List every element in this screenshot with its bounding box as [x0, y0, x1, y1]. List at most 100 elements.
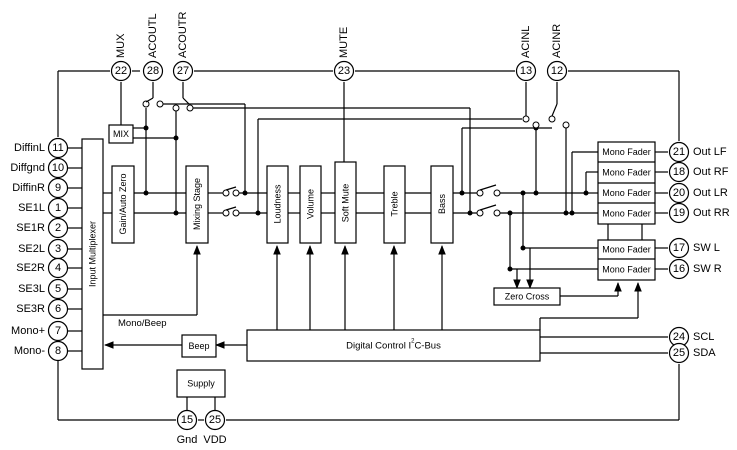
- mono-fader-6: Mono Fader: [602, 265, 651, 275]
- pin-label: SE3R: [16, 303, 45, 315]
- pin-number: 1: [55, 202, 61, 214]
- pin-circle: [47, 137, 69, 159]
- pin-label: VDD: [203, 434, 226, 446]
- gain-auto-zero-block: Gain/Auto Zero: [111, 165, 135, 244]
- pin-circle: [204, 409, 226, 431]
- pin-right-0: 21 Out LF: [668, 141, 727, 163]
- pin-label: MUX: [115, 33, 127, 58]
- mono-fader-2: Mono Fader: [602, 168, 651, 178]
- zero-cross-block: Zero Cross: [493, 287, 561, 306]
- digital-control-block: Digital Control I2C-Bus: [246, 329, 541, 362]
- pin-left-5: 3 SE2L: [18, 238, 69, 260]
- pin-label: SE2R: [16, 262, 45, 274]
- pin-label: Out RF: [693, 166, 729, 178]
- pin-right-1: 18 Out RF: [668, 161, 729, 183]
- mono-fader-sub-stack: Mono Fader Mono Fader: [597, 239, 656, 281]
- loudness-block: Loudness: [266, 165, 289, 244]
- svg-text:Zero Cross: Zero Cross: [505, 292, 550, 302]
- pin-label: SW R: [693, 263, 722, 275]
- pin-label: SCL: [693, 331, 714, 343]
- svg-text:Input Multiplexer: Input Multiplexer: [88, 221, 98, 287]
- pin-left-3: 1 SE1L: [18, 197, 69, 219]
- pin-number: 21: [673, 146, 685, 158]
- pin-label: SE1L: [18, 202, 45, 214]
- pin-label: Gnd: [177, 434, 198, 446]
- pin-label: ACINR: [551, 24, 563, 58]
- pins: 11DiffinL10Diffgnd9DiffinR1SE1L2SE1R3SE2…: [10, 12, 729, 447]
- pin-number: 7: [55, 325, 61, 337]
- pin-circle: [546, 60, 568, 82]
- pin-number: 9: [55, 182, 61, 194]
- pin-number: 16: [673, 263, 685, 275]
- svg-text:Gain/Auto Zero: Gain/Auto Zero: [118, 173, 128, 234]
- pin-number: 3: [55, 243, 61, 255]
- input-multiplexer-block: Input Multiplexer: [81, 138, 104, 370]
- mono-beep-label: Mono/Beep: [118, 318, 167, 329]
- pin-circle: [668, 342, 690, 364]
- pin-circle: [142, 60, 164, 82]
- pin-circle: [668, 141, 690, 163]
- beep-block: Beep: [181, 334, 217, 358]
- pin-circle: [172, 60, 194, 82]
- pin-number: 15: [181, 414, 193, 426]
- volume-block: Volume: [299, 165, 322, 244]
- pin-label: Mono-: [14, 345, 46, 357]
- pin-circle: [515, 60, 537, 82]
- pin-circle: [47, 278, 69, 300]
- pin-label: MUTE: [338, 27, 350, 58]
- signal-wires: [103, 151, 668, 289]
- mono-fader-stack: Mono Fader Mono Fader Mono Fader Mono Fa…: [597, 141, 656, 225]
- pin-circle: [47, 320, 69, 342]
- pin-number: 18: [673, 166, 685, 178]
- pin-circle: [47, 340, 69, 362]
- pin-circle: [47, 177, 69, 199]
- pin-right-5: 16 SW R: [668, 258, 722, 280]
- svg-text:Mixing Stage: Mixing Stage: [192, 178, 202, 230]
- pin-number: 8: [55, 345, 61, 357]
- svg-text:Bass: Bass: [437, 193, 447, 214]
- svg-text:MIX: MIX: [113, 129, 129, 139]
- pin-circle: [47, 257, 69, 279]
- mono-fader-5: Mono Fader: [602, 245, 651, 255]
- mixing-stage-block: Mixing Stage: [185, 165, 209, 244]
- soft-mute-block: Soft Mute: [334, 161, 357, 244]
- pin-circle: [668, 237, 690, 259]
- pin-circle: [668, 161, 690, 183]
- pin-circle: [110, 60, 132, 82]
- pin-label: Out LF: [693, 146, 727, 158]
- pin-number: 22: [115, 65, 127, 77]
- svg-text:Loudness: Loudness: [273, 184, 283, 224]
- pin-number: 4: [55, 262, 61, 274]
- chip-outline: [57, 70, 680, 421]
- supply-block: Supply: [176, 369, 226, 398]
- pin-circle: [176, 409, 198, 431]
- pin-label: ACOUTR: [177, 12, 189, 59]
- svg-text:Supply: Supply: [187, 379, 215, 389]
- pin-number: 19: [673, 207, 685, 219]
- pin-number: 20: [673, 187, 685, 199]
- mix-block: MIX: [108, 124, 134, 144]
- pin-label: ACINL: [520, 26, 532, 58]
- svg-text:Soft Mute: Soft Mute: [341, 184, 351, 223]
- pin-label: SE2L: [18, 243, 45, 255]
- pin-circle: [333, 60, 355, 82]
- pin-number: 25: [673, 347, 685, 359]
- pin-label: Out RR: [693, 207, 730, 219]
- svg-text:Digital Control I2C-Bus: Digital Control I2C-Bus: [346, 339, 441, 352]
- pin-number: 6: [55, 303, 61, 315]
- svg-text:Volume: Volume: [306, 189, 316, 219]
